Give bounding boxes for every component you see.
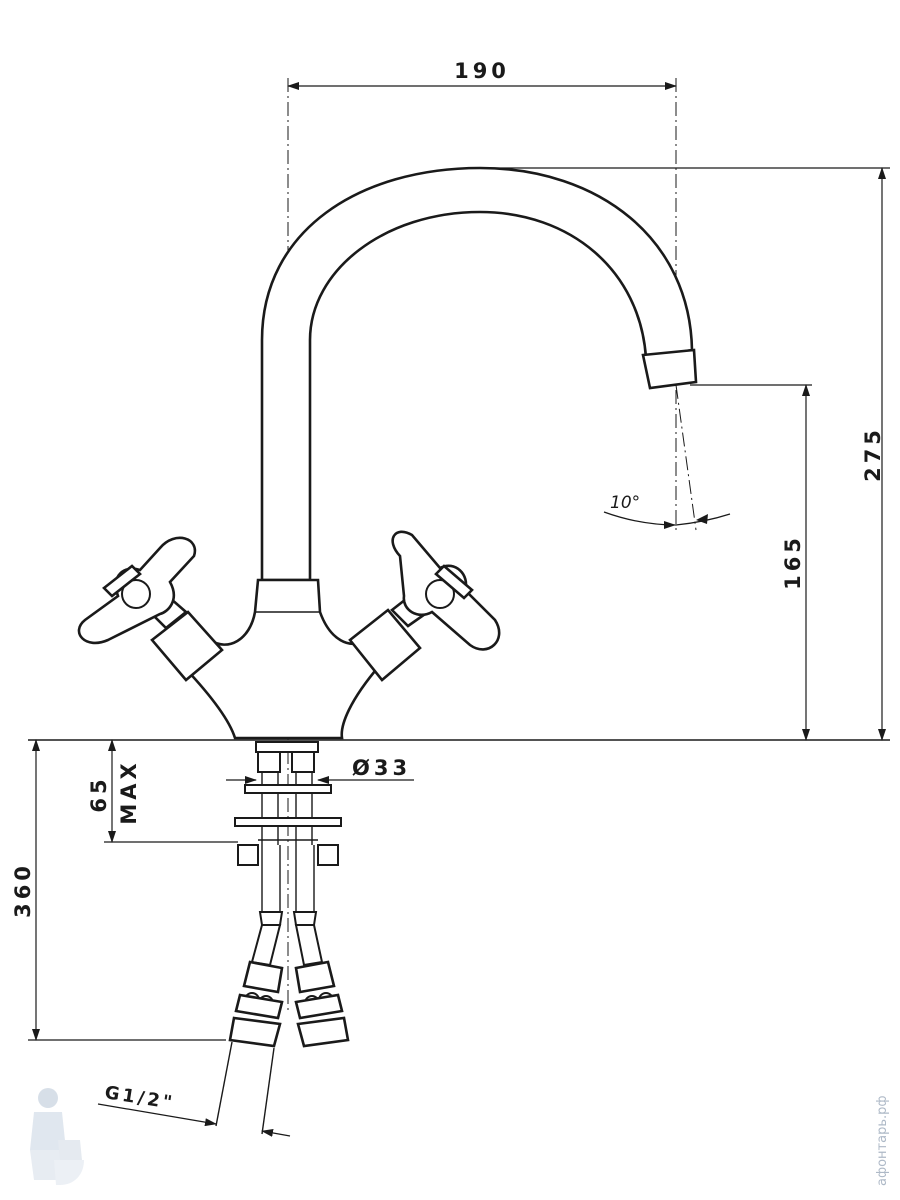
total-height-label: 275: [861, 426, 885, 482]
thread-size-label: G1/2": [103, 1082, 176, 1114]
max-thickness-max-label: MAX: [117, 759, 141, 824]
spout-height-label: 165: [781, 534, 805, 590]
spout: [258, 166, 698, 582]
right-cross-handle: [348, 530, 501, 682]
mounting-assembly: [234, 741, 342, 866]
dimension-total-height: 275: [480, 167, 890, 741]
max-thickness-value: 65: [87, 775, 111, 812]
spout-angle-label: 10°: [610, 493, 640, 513]
left-cross-handle: [77, 536, 224, 682]
spout-reach-label: 190: [454, 59, 510, 83]
flexible-hoses: [215, 845, 350, 1135]
dimension-max-thickness: 65 MAX: [87, 739, 238, 843]
dimension-spout-height: 165: [690, 384, 812, 741]
spout-aerator: [641, 348, 698, 390]
body-diameter-label: Ø33: [352, 756, 411, 780]
hose-length-label: 360: [11, 862, 35, 918]
dimension-hose-length: 360: [11, 739, 226, 1041]
mixer-body: [183, 578, 382, 740]
site-watermark-text: афонтарь.рф: [875, 1096, 890, 1187]
dimension-body-diameter: Ø33: [226, 756, 414, 784]
thread-size-annotation: G1/2": [97, 1082, 291, 1137]
plumber-logo-icon: [30, 1088, 84, 1185]
water-jet-line: [675, 384, 697, 531]
spout-angle-indicator: 10°: [603, 493, 731, 529]
dimension-spout-reach: 190: [287, 59, 677, 90]
